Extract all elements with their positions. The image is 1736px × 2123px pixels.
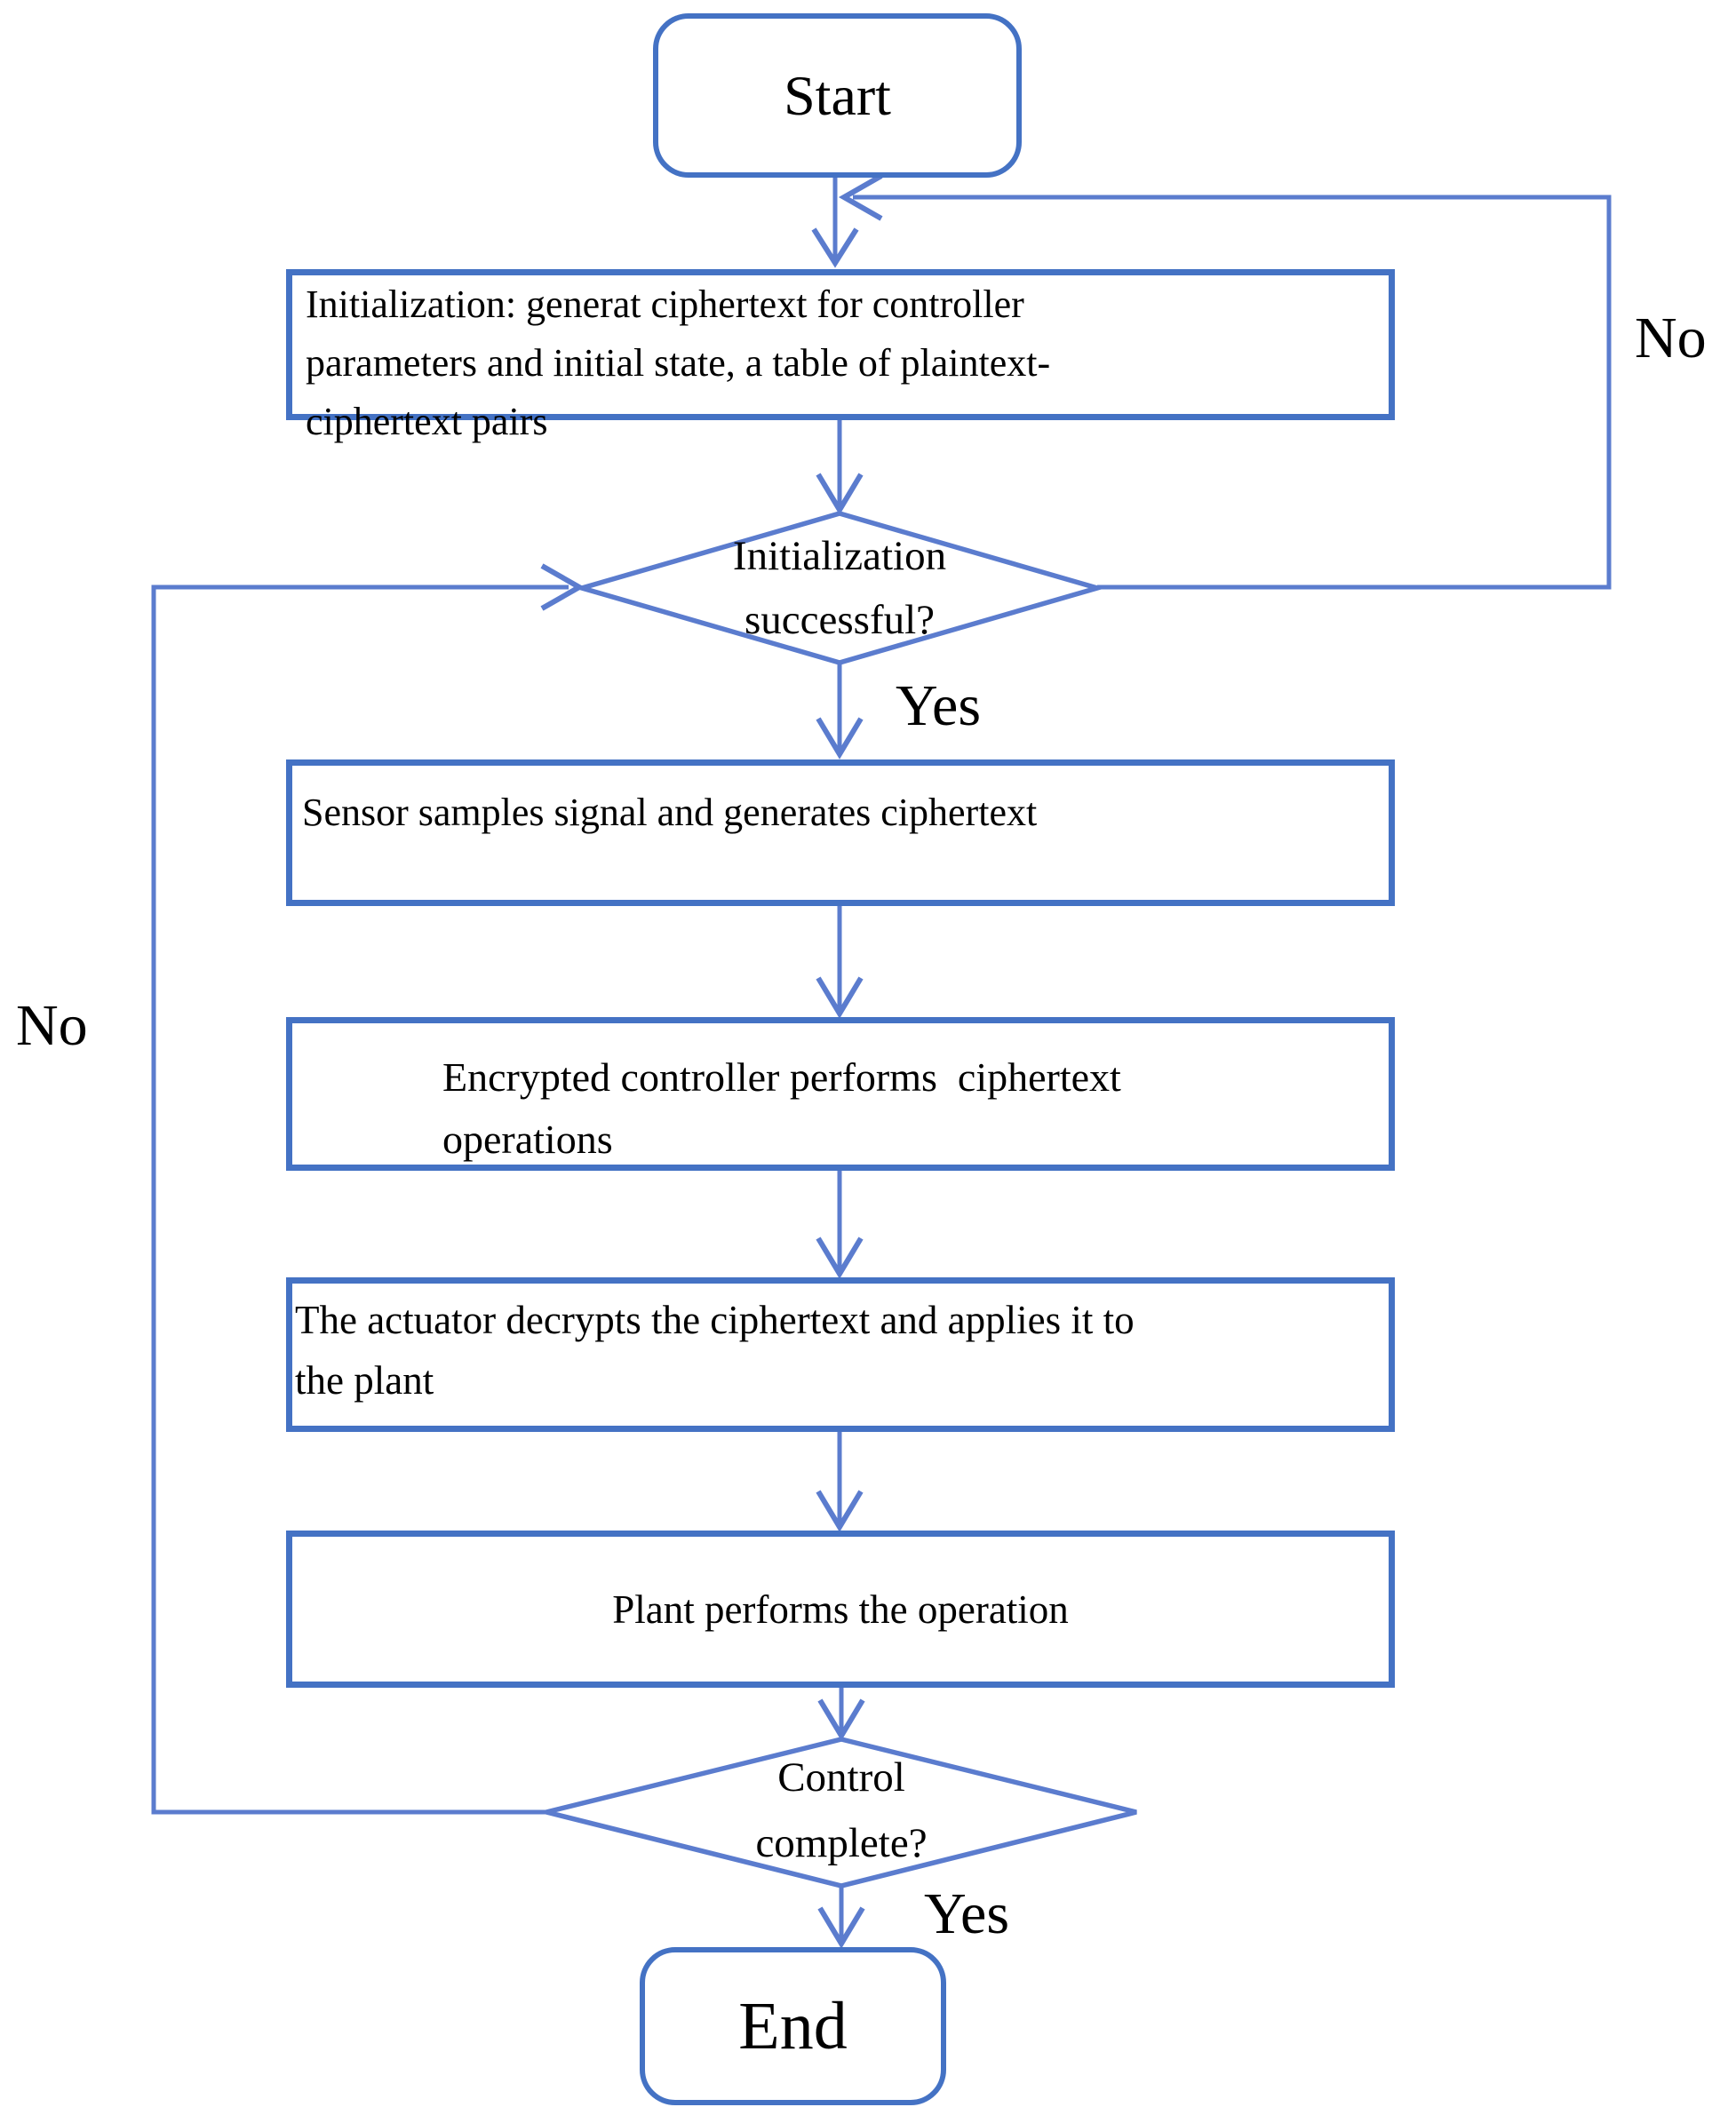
sensor-label: Sensor samples signal and generates ciph… [302,783,1368,842]
sensor-line-1: Sensor samples signal and generates ciph… [302,791,1038,834]
init-check-diamond [573,511,1106,665]
connector-sensor-to-controller [816,906,864,1019]
initialization-line-3: ciphertext pairs [306,400,548,443]
control-check-diamond [545,1737,1137,1888]
arrowhead-down-icon [816,976,864,1019]
controller-label: Encrypted controller performs ciphertext… [442,1046,1349,1171]
connector-controller-to-actuator [816,1171,864,1279]
arrowhead-down-icon [816,717,864,759]
initialization-line-2: parameters and initial state, a table of… [306,341,1051,385]
connector-line [853,195,1612,590]
control-check-line-1: Control [777,1754,905,1801]
control-check-label: Control complete? [575,1745,1108,1876]
connector-actuator-to-plant [816,1432,864,1532]
actuator-label: The actuator decrypts the ciphertext and… [295,1290,1383,1411]
arrowhead-down-icon [816,473,864,515]
edge-label-control-yes: Yes [924,1881,1010,1946]
edge-label-init-no: No [1635,306,1707,370]
connector-start-to-initialization [811,178,859,268]
initialization-node [286,269,1395,420]
controller-line-1: Encrypted controller performs ciphertext [442,1054,1121,1100]
actuator-node [286,1277,1395,1432]
connector-plant-to-control-check [817,1688,865,1741]
connector-init-check-no-loop [838,173,1612,590]
connector-initialization-to-init-check [816,420,864,515]
arrowhead-down-icon [817,1906,865,1949]
initialization-label: Initialization: generat ciphertext for c… [306,275,1247,451]
arrowhead-down-icon [817,1698,865,1741]
edge-label-init-yes: Yes [896,673,982,738]
end-label: End [738,1988,848,2063]
init-check-line-2: successful? [744,597,936,643]
sensor-node [286,759,1395,906]
actuator-line-1: The actuator decrypts the ciphertext and… [295,1298,1135,1342]
connector-init-check-to-sensor [816,663,864,759]
init-check-label: Initialization successful? [573,524,1106,652]
initialization-line-1: Initialization: generat ciphertext for c… [306,282,1024,326]
start-node: Start [653,13,1022,178]
plant-node: Plant performs the operation [286,1531,1395,1688]
controller-node [286,1017,1395,1171]
start-label: Start [784,63,891,127]
connector-control-check-to-end [817,1886,865,1949]
control-check-line-2: complete? [755,1820,928,1866]
arrowhead-down-icon [811,227,859,268]
end-node: End [640,1947,946,2105]
edge-label-control-no: No [16,993,88,1058]
init-check-line-1: Initialization [732,533,947,579]
arrowhead-left-icon [838,173,883,221]
arrowhead-down-icon [816,1490,864,1532]
connector-line [151,584,569,1815]
actuator-line-2: the plant [295,1358,434,1403]
controller-line-2: operations [442,1117,613,1162]
arrowhead-down-icon [816,1236,864,1279]
plant-label: Plant performs the operation [612,1586,1069,1632]
